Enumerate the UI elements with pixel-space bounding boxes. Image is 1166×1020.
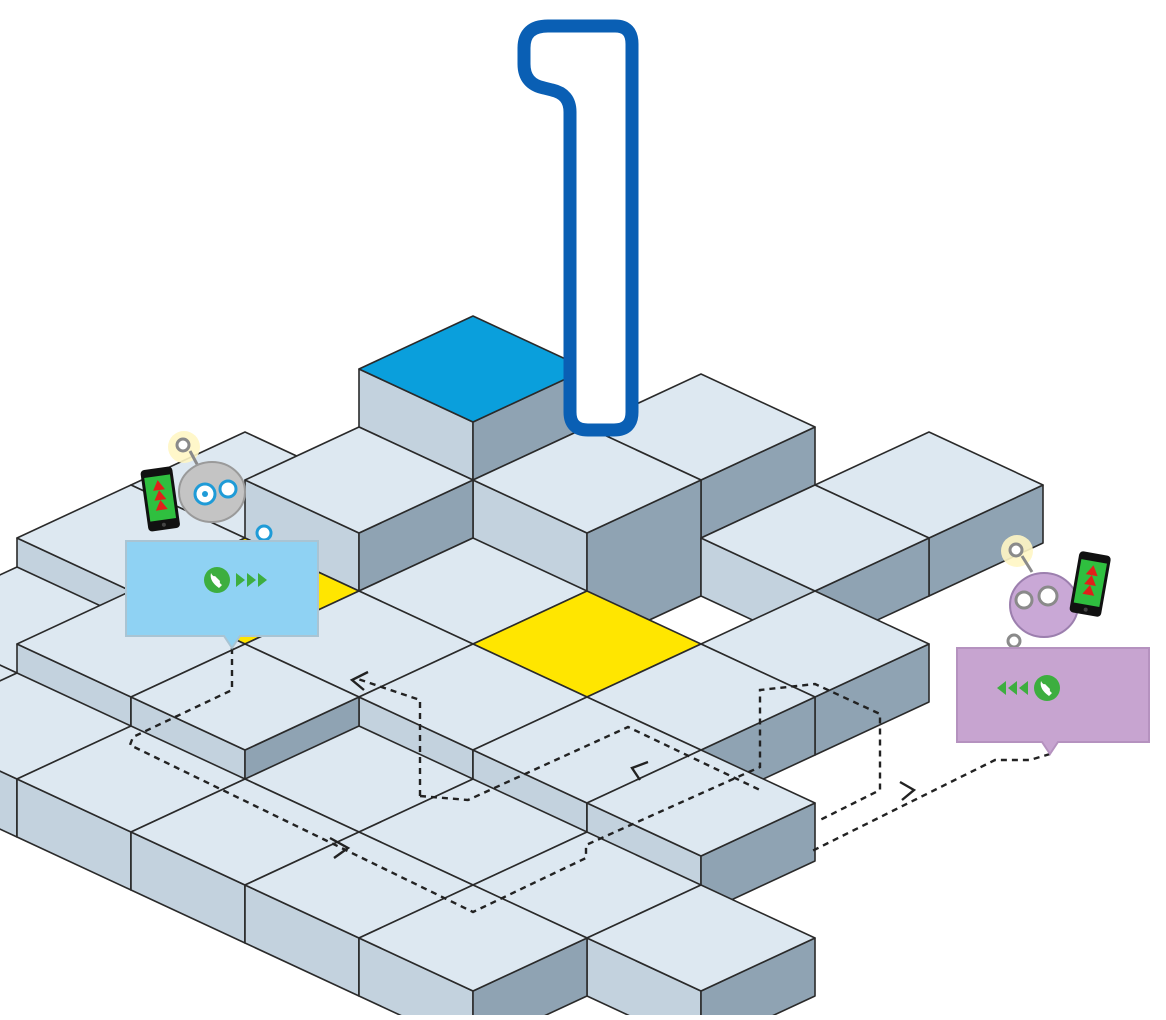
smartphone-icon [1069,551,1111,617]
callee-bubble [956,647,1150,756]
block-top-face [358,315,588,423]
path-arrowhead [630,760,649,781]
grid-block [358,884,588,1020]
block-top-face [244,426,474,534]
caller-robot [140,431,273,542]
call-path [128,648,1051,914]
path-arrowhead [899,780,917,801]
block-top-face [130,643,360,751]
triple-left-arrow-icon [997,681,1028,695]
triple-right-arrow-icon [236,573,267,587]
phone-call-icon [1034,675,1060,701]
block-top-face [586,884,816,992]
grid-block [700,484,930,650]
path-callee-branch [809,752,1051,854]
grid-block [586,884,816,1020]
phone-call-icon [204,567,230,593]
caller-bubble [125,540,319,650]
path-arrowhead [329,836,351,859]
block-top-face [0,664,18,682]
block-top-face [586,749,816,857]
smartphone-icon [140,466,180,532]
number-one-outline [517,19,639,437]
block-top-face [472,426,702,534]
callee-robot [1001,535,1111,649]
block-grid [0,315,1044,1020]
path-middle-return [419,725,761,802]
podium-top-block [358,315,588,481]
block-top-face [358,884,588,992]
grid-block [244,426,474,592]
path-arrowhead [349,670,369,691]
